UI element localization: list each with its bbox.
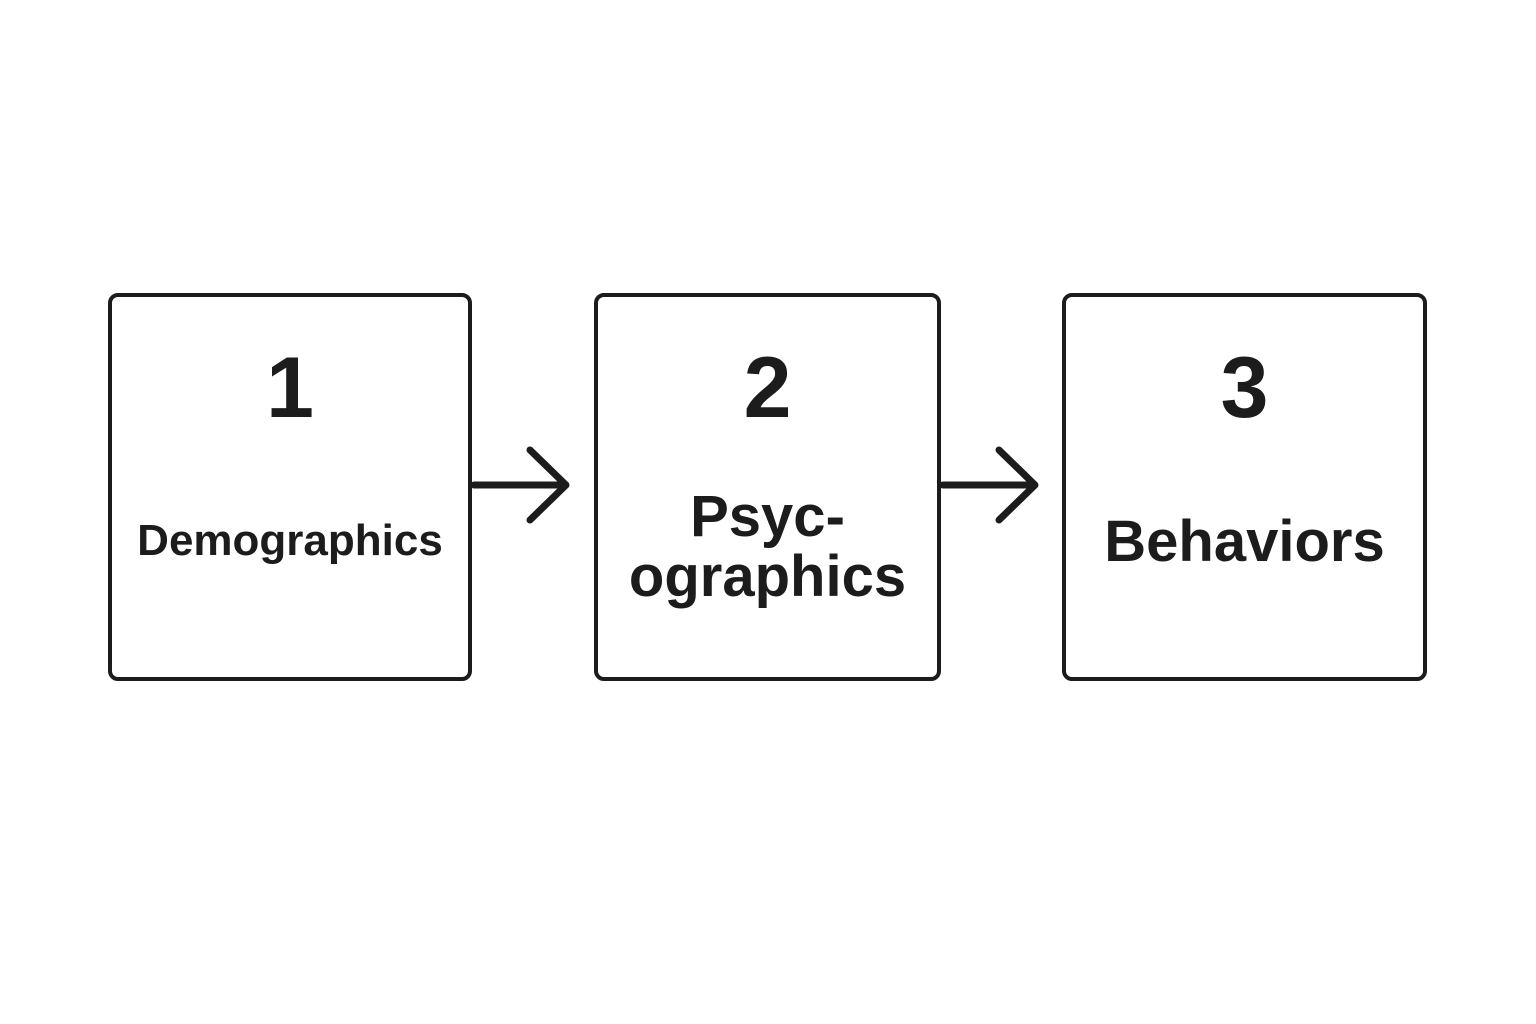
step-2-label-line-2: ographics [628,544,907,609]
step-2-box: 2 Psyc- ographics [594,293,941,681]
right-arrow-icon [470,446,570,524]
step-2-label-line-1: Psyc- [690,484,845,549]
right-arrow-icon [939,446,1039,524]
step-3-box: 3 Behaviors [1062,293,1427,681]
step-1-box: 1 Demographics [108,293,472,681]
step-3-label: Behaviors [1104,509,1385,574]
step-1-label: Demographics [137,516,443,565]
step-3-number: 3 [1220,340,1269,436]
step-2-label: Psyc- ographics [598,487,937,607]
step-1-number: 1 [266,340,314,436]
step-2-number: 2 [743,340,792,436]
